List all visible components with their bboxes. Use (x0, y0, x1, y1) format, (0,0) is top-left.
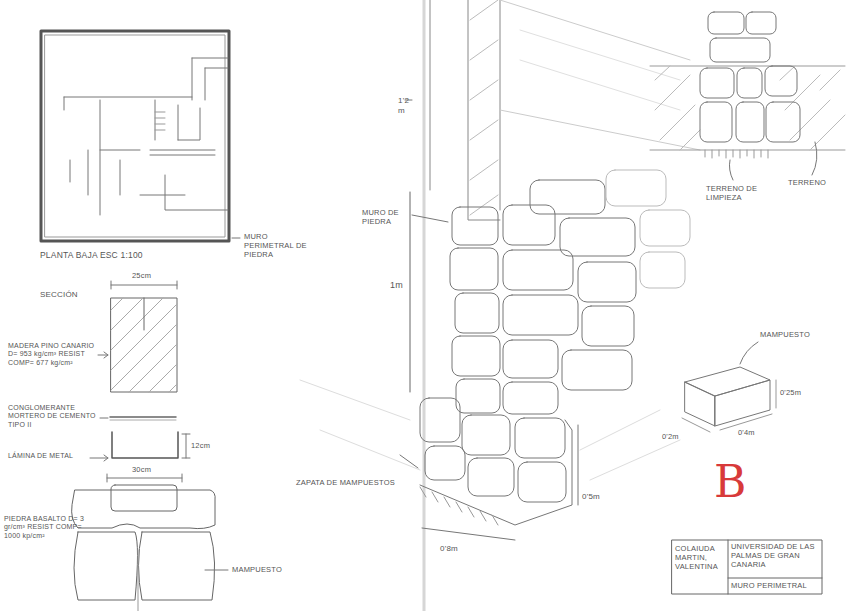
section-title: SECCIÓN (40, 290, 100, 300)
dimension: 0'8m (440, 544, 470, 554)
grade-mark: B (714, 460, 764, 504)
part-label: MURO DE PIEDRA (362, 208, 404, 226)
plan-title: PLANTA BAJA ESC 1:100 (40, 250, 180, 260)
title-block-cell: COLAIUDA MARTIN, VALENTINA (675, 544, 727, 571)
material-note: CONGLOMERANTE MORTERO DE CEMENTO TIPO II (8, 404, 98, 429)
dimension: 0'25m (780, 388, 814, 397)
material-note: PIEDRA BASALTO D= 3 gr/cm³ RESIST COMP= … (4, 515, 88, 540)
dimension: 12cm (191, 441, 221, 450)
part-label: ZAPATA DE MAMPUESTOS (296, 478, 396, 487)
dimension: 30cm (132, 465, 162, 474)
dimension: 0'4m (738, 428, 768, 437)
wall-label: MURO PERIMETRAL DE PIEDRA (244, 232, 314, 259)
part-label: MAMPUESTO (760, 330, 830, 339)
part-label: TERRENO (788, 178, 838, 187)
material-note: MADERA PINO CANARIO D= 953 kg/cm³ RESIST… (8, 342, 96, 367)
title-block-cell: MURO PERIMETRAL (731, 581, 821, 590)
material-note: LÁMINA DE METAL (8, 452, 88, 460)
dimension: 1m (390, 280, 410, 291)
part-label: MAMPUESTO (232, 565, 302, 574)
dimension: 25cm (132, 271, 162, 280)
dimension: 0'5m (582, 492, 612, 502)
dimension: 1'2 m (398, 96, 418, 115)
dimension: 0'2m (662, 432, 690, 441)
title-block-cell: UNIVERSIDAD DE LAS PALMAS DE GRAN CANARI… (731, 542, 821, 569)
part-label: TERRENO DE LIMPIEZA (706, 184, 766, 202)
